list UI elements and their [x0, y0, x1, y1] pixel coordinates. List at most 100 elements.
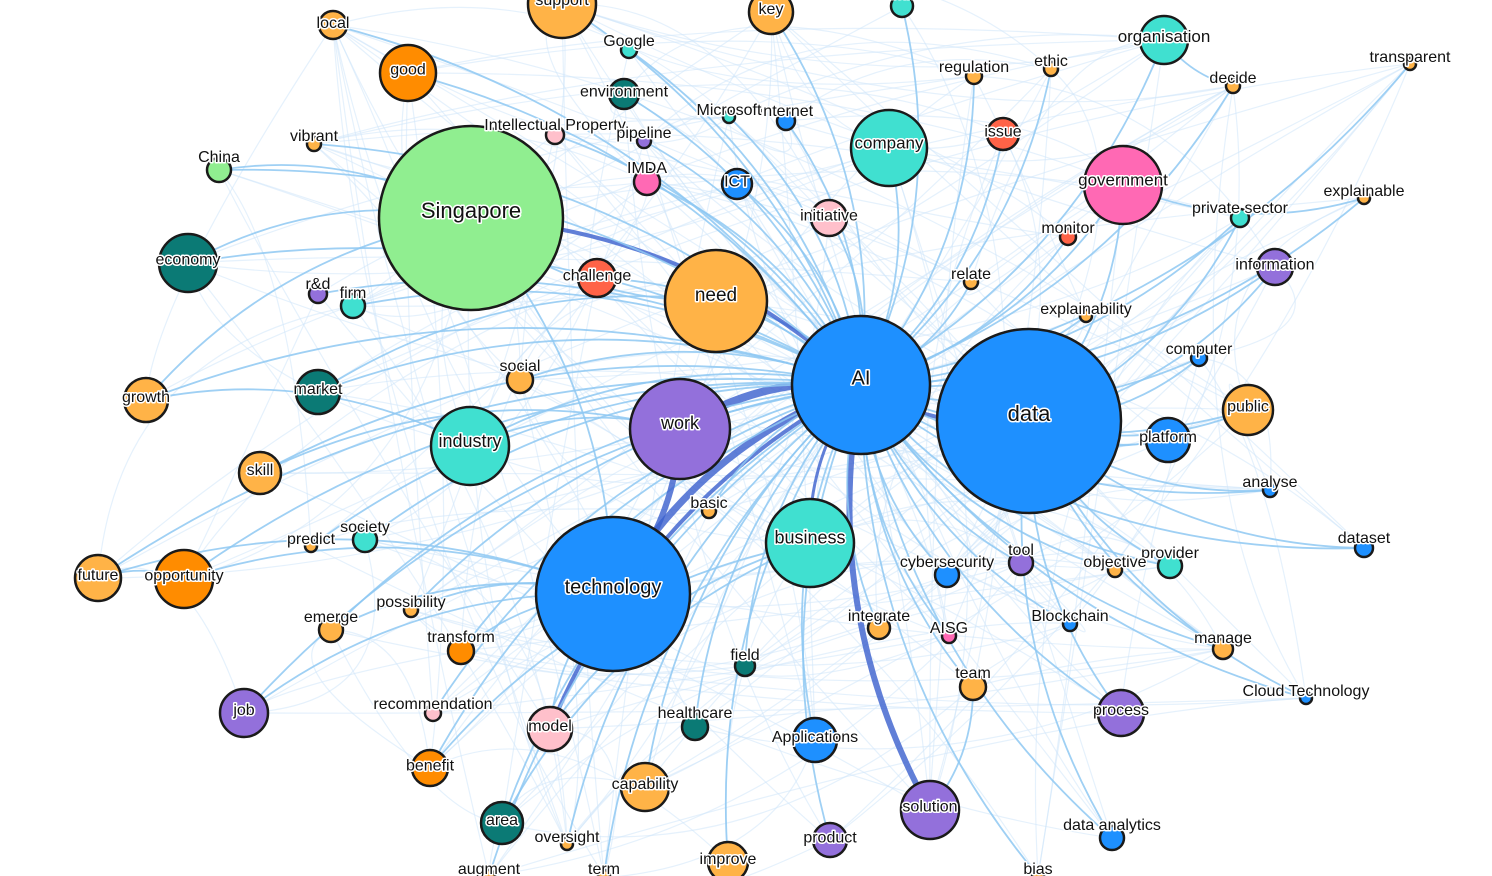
node-circle[interactable]: [985, 116, 1021, 152]
node-circle[interactable]: [1189, 348, 1209, 368]
node-skill[interactable]: skill: [237, 450, 283, 496]
node-circle[interactable]: [402, 601, 420, 619]
node-cybersecurity[interactable]: cybersecurity: [898, 553, 996, 589]
node-circle[interactable]: [305, 135, 323, 153]
node-objective[interactable]: objective: [1082, 553, 1148, 579]
node-process[interactable]: process: [1091, 688, 1151, 738]
node-microsoft[interactable]: Microsoft: [695, 101, 764, 125]
node-industry[interactable]: industry: [429, 405, 511, 487]
node-explainability[interactable]: explainability: [1039, 300, 1133, 324]
node-circle[interactable]: [1096, 688, 1146, 738]
node-circle[interactable]: [307, 283, 329, 305]
node-circle[interactable]: [576, 257, 618, 299]
node-rnd[interactable]: r&d: [304, 275, 332, 305]
node-imda[interactable]: IMDA: [626, 159, 669, 197]
node-aisg[interactable]: AISG: [928, 619, 970, 645]
node-circle[interactable]: [205, 156, 233, 184]
node-circle[interactable]: [339, 292, 367, 320]
node-circle[interactable]: [1144, 416, 1192, 464]
node-circle[interactable]: [1229, 207, 1251, 229]
node-circle[interactable]: [849, 108, 929, 188]
node-regulation[interactable]: regulation: [937, 58, 1011, 86]
node-circle[interactable]: [1007, 549, 1035, 577]
node-circle[interactable]: [889, 0, 915, 19]
node-analyse[interactable]: analyse: [1241, 473, 1299, 499]
node-circle[interactable]: [747, 0, 795, 36]
node-google[interactable]: Google: [602, 32, 656, 60]
node-circle[interactable]: [962, 273, 980, 291]
node-circle[interactable]: [1138, 14, 1190, 66]
node-circle[interactable]: [317, 9, 349, 41]
node-social[interactable]: social: [498, 357, 542, 395]
node-circle[interactable]: [958, 672, 988, 702]
node-public[interactable]: public: [1221, 383, 1275, 437]
node-circle[interactable]: [1255, 247, 1295, 287]
node-circle[interactable]: [663, 248, 769, 354]
node-basic[interactable]: basic: [689, 494, 729, 520]
node-market[interactable]: market: [292, 368, 345, 416]
node-circle[interactable]: [1042, 60, 1060, 78]
node-circle[interactable]: [899, 779, 961, 841]
node-information[interactable]: information: [1234, 247, 1316, 287]
node-circle[interactable]: [446, 636, 476, 666]
node-circle[interactable]: [680, 712, 710, 742]
node-blockchain[interactable]: Blockchain: [1030, 607, 1110, 633]
node-circle[interactable]: [607, 77, 641, 111]
node-circle[interactable]: [377, 124, 565, 312]
node-circle[interactable]: [1082, 144, 1164, 226]
node-circle[interactable]: [596, 868, 612, 876]
node-circle[interactable]: [559, 836, 575, 852]
node-support[interactable]: support: [526, 0, 598, 40]
node-augment[interactable]: augment: [456, 860, 522, 876]
node-circle[interactable]: [303, 538, 319, 554]
node-key[interactable]: key: [747, 0, 795, 36]
node-circle[interactable]: [866, 615, 892, 641]
node-initiative[interactable]: initiative: [799, 198, 860, 238]
node-challenge[interactable]: challenge: [561, 257, 633, 299]
node-circle[interactable]: [628, 377, 732, 481]
node-circle[interactable]: [429, 405, 511, 487]
node-circle[interactable]: [635, 132, 653, 150]
node-circle[interactable]: [1058, 227, 1078, 247]
node-recommendation[interactable]: recommendation: [372, 695, 494, 723]
node-china[interactable]: China: [197, 148, 242, 184]
node-relate[interactable]: relate: [949, 265, 993, 291]
node-circle[interactable]: [544, 124, 566, 146]
node-circle[interactable]: [1356, 190, 1372, 206]
node-integrate[interactable]: integrate: [846, 607, 912, 641]
node-healthcare[interactable]: healthcare: [656, 704, 734, 742]
node-growth[interactable]: growth: [120, 376, 172, 424]
node-circle[interactable]: [1353, 537, 1375, 559]
node-solution[interactable]: solution: [899, 779, 961, 841]
node-issue[interactable]: issue: [983, 116, 1023, 152]
node-circle[interactable]: [153, 548, 215, 610]
node-economy[interactable]: economy: [154, 232, 222, 294]
node-circle[interactable]: [237, 450, 283, 496]
node-circle[interactable]: [733, 654, 757, 678]
node-circle[interactable]: [791, 716, 839, 764]
node-work[interactable]: work: [628, 377, 732, 481]
node-government[interactable]: government: [1077, 144, 1170, 226]
node-circle[interactable]: [1211, 637, 1235, 661]
node-circle[interactable]: [764, 497, 856, 589]
node-circle[interactable]: [706, 840, 750, 876]
node-circle[interactable]: [1402, 56, 1418, 72]
node-organisation[interactable]: organisation: [1116, 14, 1212, 66]
node-transparent[interactable]: transparent: [1368, 48, 1453, 72]
node-manage[interactable]: manage: [1193, 629, 1254, 661]
node-ethic[interactable]: ethic: [1033, 52, 1069, 78]
node-society[interactable]: society: [339, 518, 391, 554]
node-model[interactable]: model: [527, 705, 573, 753]
node-circle[interactable]: [619, 761, 671, 813]
node-field[interactable]: field: [729, 646, 761, 678]
node-circle[interactable]: [775, 110, 797, 132]
node-circle[interactable]: [619, 40, 639, 60]
node-environment[interactable]: environment: [578, 77, 670, 111]
node-opportunity[interactable]: opportunity: [143, 548, 225, 610]
node-circle[interactable]: [534, 515, 692, 673]
node-benefit[interactable]: benefit: [404, 748, 456, 788]
node-circle[interactable]: [790, 314, 932, 456]
node-circle[interactable]: [1061, 615, 1079, 633]
node-team[interactable]: team: [954, 664, 992, 702]
node-platform[interactable]: platform: [1138, 416, 1198, 464]
